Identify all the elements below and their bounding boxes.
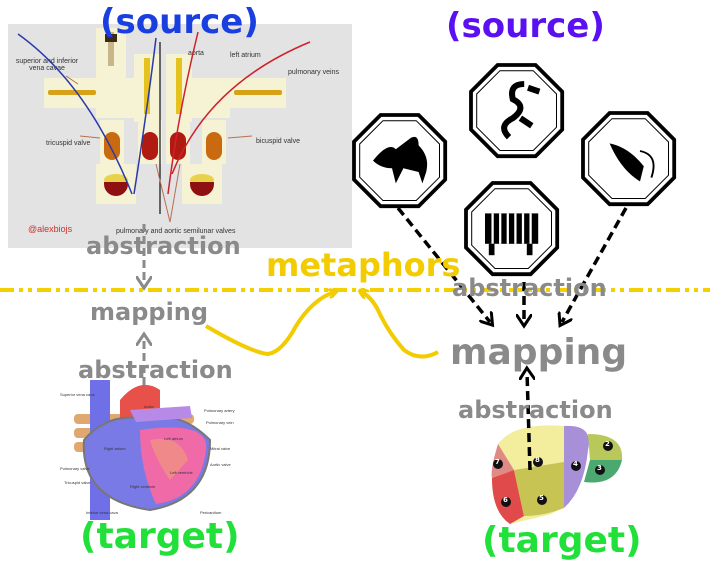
heart-label-rv: Right ventricle — [130, 484, 156, 489]
liver-seg-7: 7 — [495, 458, 500, 466]
heart-label-mitral: Mitral valve — [210, 446, 231, 451]
orchestra-source-image: superior and inferior vena cavae aorta l… — [8, 24, 352, 248]
label-aorta: aorta — [188, 50, 204, 57]
label-semilunar: pulmonary and aortic semilunar valves — [116, 228, 236, 235]
violin-icon-4 — [202, 120, 226, 164]
liver-seg-5: 5 — [539, 494, 544, 502]
left-metaphor-arrow — [204, 292, 334, 357]
liver-seg-4: 4 — [573, 460, 578, 468]
heart-label-pericardium: Pericardium — [200, 510, 222, 515]
right-abstraction-top-label: abstraction — [452, 274, 607, 302]
horse-icon — [352, 113, 448, 209]
heart-target-image: Superior vena cava Aorta Pulmonary arter… — [60, 380, 240, 520]
label-bicuspid: bicuspid valve — [256, 138, 300, 145]
heart-label-lv: Left ventricle — [170, 470, 193, 475]
credit-label: @alexbiojs — [28, 224, 73, 234]
trumpet-icon-right — [166, 54, 192, 122]
liver-seg-2: 2 — [605, 440, 610, 448]
label-tricuspid: tricuspid valve — [46, 140, 91, 147]
dragon-icon — [469, 63, 565, 159]
left-mapping-label: mapping — [90, 298, 209, 326]
heart-label-aortic: Aortic valve — [210, 462, 231, 467]
rat-icon — [581, 111, 677, 207]
left-target-label: (target) — [80, 516, 240, 557]
triangle-icon-left — [96, 78, 136, 118]
heart-label-svc: Superior vena cava — [60, 392, 95, 397]
annotation-lines — [17, 31, 311, 223]
violin-icon-1 — [100, 120, 124, 164]
tiger-icon — [464, 181, 560, 277]
right-abstraction-bottom-label: abstraction — [458, 396, 613, 424]
heart-label-ivc: Inferior vena cava — [86, 510, 118, 515]
heart-label-la: Left atrium — [164, 436, 183, 441]
heart-label-ra: Right atrium — [104, 446, 126, 451]
liver-to-mapping-arrow — [527, 372, 530, 471]
drum-icon-left — [96, 164, 136, 204]
right-target-label: (target) — [482, 520, 642, 561]
liver-target-image: 2 3 4 5 6 7 8 1 — [484, 420, 623, 530]
right-metaphor-arrow — [362, 292, 439, 359]
heart-label-aorta: Aorta — [144, 404, 154, 409]
rat-to-mapping-arrow — [562, 207, 628, 322]
heart-label-tricuspid: Tricuspid valve — [64, 480, 91, 485]
liver-seg-8: 8 — [535, 456, 540, 464]
left-abstraction-top-label: abstraction — [86, 232, 241, 260]
right-source-label: (source) — [446, 6, 605, 46]
recorder-icon — [96, 28, 126, 78]
drum-icon-right — [182, 164, 222, 204]
liver-segment-markers — [493, 441, 613, 507]
right-mapping-label: mapping — [450, 332, 628, 373]
flute-icon-left — [44, 78, 100, 108]
liver-seg-6: 6 — [503, 496, 508, 504]
heart-label-pulmvalve: Pulmonary valve — [60, 466, 90, 471]
label-left-atrium: left atrium — [230, 52, 261, 59]
horse-to-mapping-arrow — [396, 206, 490, 322]
left-source-label: (source) — [100, 2, 259, 42]
heart-label-pv: Pulmonary vein — [206, 420, 234, 425]
label-pulmonary-veins: pulmonary veins — [288, 69, 339, 76]
liver-seg-3: 3 — [597, 464, 602, 472]
label-vena-cavae: superior and inferior vena cavae — [15, 58, 79, 72]
metaphors-label: metaphors — [266, 246, 461, 284]
left-abstraction-bottom-label: abstraction — [78, 356, 233, 384]
heart-label-pa: Pulmonary artery — [204, 408, 235, 413]
